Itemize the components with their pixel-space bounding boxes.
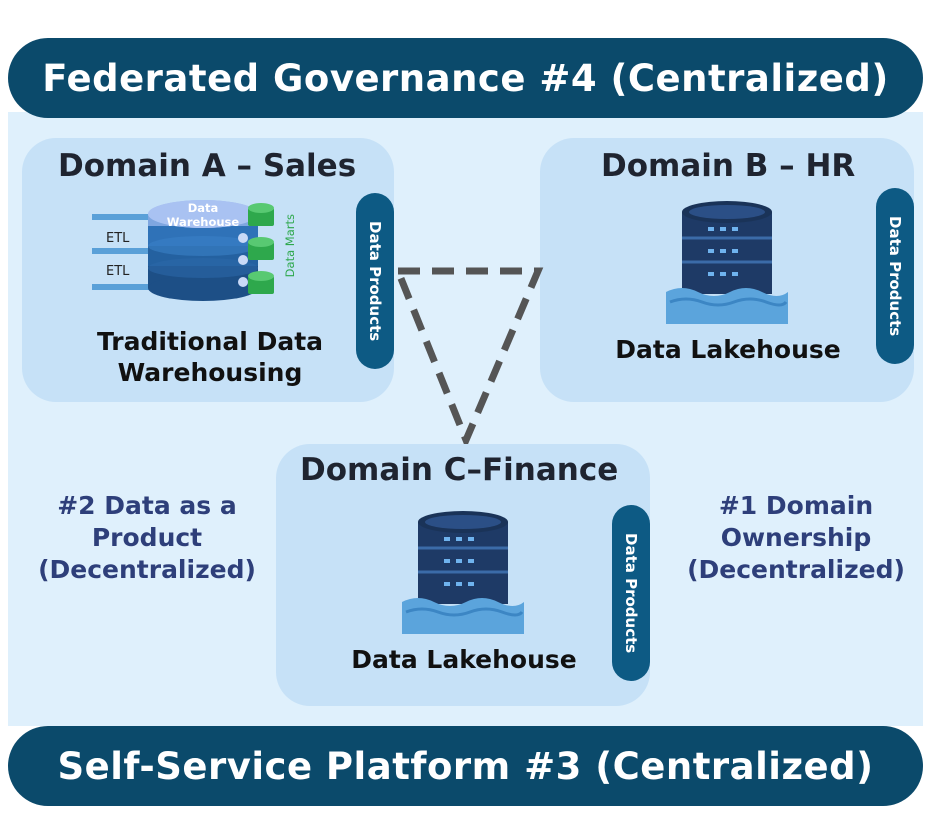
self-service-platform-title: Self-Service Platform #3 (Centralized) bbox=[57, 744, 874, 788]
domain-c-title: Domain C–Finance bbox=[300, 452, 619, 488]
traditional-data-warehousing-caption: Traditional Data Warehousing bbox=[60, 326, 360, 388]
principle-right-line1: #1 Domain bbox=[718, 491, 874, 520]
federated-governance-title: Federated Governance #4 (Centralized) bbox=[42, 56, 889, 100]
self-service-platform-banner: Self-Service Platform #3 (Centralized) bbox=[8, 726, 923, 806]
etl-label-2: ETL bbox=[106, 264, 130, 279]
domain-b-data-products-pill: Data Products bbox=[876, 188, 914, 364]
domain-a-title: Domain A – Sales bbox=[58, 148, 357, 184]
federated-governance-banner: Federated Governance #4 (Centralized) bbox=[8, 38, 923, 118]
principle-right-line2: Ownership bbox=[720, 523, 872, 552]
principle-left-line1: #2 Data as a bbox=[57, 491, 237, 520]
principle-left-line3: (Decentralized) bbox=[38, 555, 256, 584]
principle-left-line2: Product bbox=[91, 523, 203, 552]
data-warehouse-label: Data Warehouse bbox=[160, 201, 246, 229]
data-warehouse-label-line2: Warehouse bbox=[166, 215, 240, 229]
data-warehouse-label-line1: Data bbox=[187, 201, 219, 215]
data-lakehouse-icon-c bbox=[402, 511, 524, 634]
data-as-product-principle: #2 Data as a Product (Decentralized) bbox=[22, 490, 272, 586]
caption-line1: Traditional Data bbox=[96, 327, 324, 356]
domain-b-title: Domain B – HR bbox=[601, 148, 856, 184]
data-lakehouse-icon bbox=[666, 201, 788, 324]
domain-c-data-products-label: Data Products bbox=[622, 532, 640, 654]
domain-c-caption: Data Lakehouse bbox=[351, 645, 577, 674]
domain-b-caption: Data Lakehouse bbox=[615, 335, 841, 364]
domain-c-data-products-pill: Data Products bbox=[612, 505, 650, 681]
principle-right-line3: (Decentralized) bbox=[687, 555, 905, 584]
domain-a-data-products-pill: Data Products bbox=[356, 193, 394, 369]
data-warehouse-icon bbox=[92, 200, 274, 301]
etl-label-1: ETL bbox=[106, 231, 130, 246]
domain-a-data-products-label: Data Products bbox=[366, 220, 384, 342]
caption-line2: Warehousing bbox=[117, 358, 303, 387]
domain-b-data-products-label: Data Products bbox=[886, 215, 904, 337]
domain-ownership-principle: #1 Domain Ownership (Decentralized) bbox=[666, 490, 926, 586]
